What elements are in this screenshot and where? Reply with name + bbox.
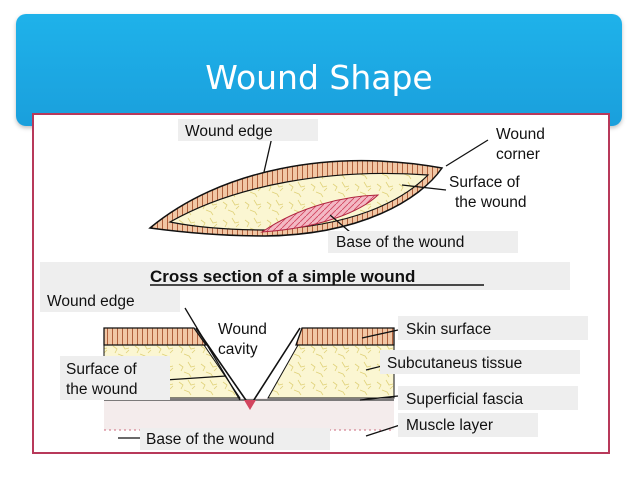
label-surface-bottom-1: Surface of [66, 361, 137, 378]
label-box [398, 316, 588, 340]
slide-title: Wound Shape [205, 58, 433, 97]
label-cavity-2: cavity [218, 341, 258, 358]
label-skin-surface: Skin surface [406, 321, 491, 338]
label-wound-corner-1: Wound [496, 126, 545, 143]
label-subcutaneous: Subcutaneus tissue [387, 355, 522, 372]
label-wound-edge-bottom: Wound edge [47, 293, 135, 310]
label-surface-bottom-2: the wound [66, 381, 138, 398]
label-box [398, 413, 538, 437]
label-box [40, 290, 180, 312]
wound-surface [168, 172, 430, 231]
slide-header: Wound Shape [16, 14, 622, 126]
label-wound-edge-top: Wound edge [185, 123, 273, 140]
label-box [380, 350, 580, 374]
label-surface-top-1: Surface of [449, 174, 520, 191]
label-muscle-layer: Muscle layer [406, 417, 493, 434]
label-base-bottom: Base of the wound [146, 431, 274, 448]
wound-base [260, 194, 380, 233]
section-heading: Cross section of a simple wound [150, 267, 415, 286]
label-superficial-fascia: Superficial fascia [406, 391, 524, 408]
label-box [60, 356, 170, 400]
label-wound-corner-2: corner [496, 146, 540, 163]
label-cavity-1: Wound [218, 321, 267, 338]
label-box [328, 231, 518, 253]
label-surface-top-2: the wound [455, 194, 527, 211]
label-box [178, 119, 318, 141]
label-base-top: Base of the wound [336, 234, 464, 251]
wound-shape-illustration [148, 136, 489, 237]
label-box [140, 428, 330, 450]
label-box [398, 386, 578, 410]
cross-section-illustration [103, 307, 401, 439]
